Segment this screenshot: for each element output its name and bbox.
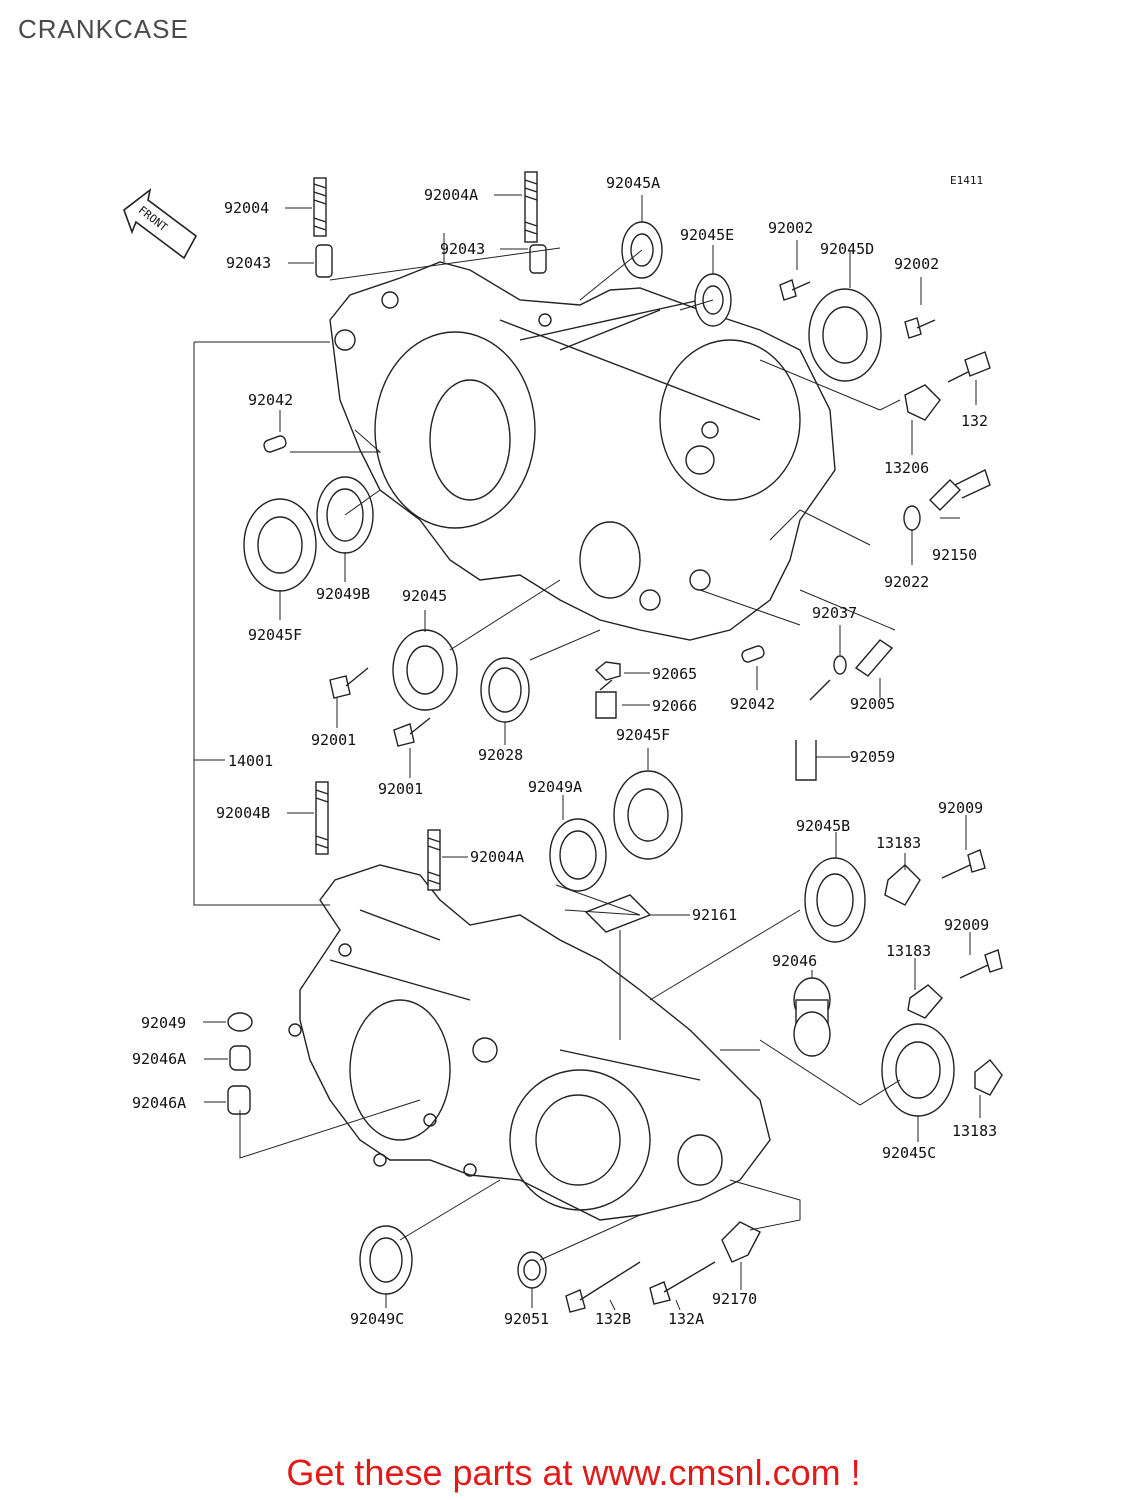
diagram-code: E1411 bbox=[950, 174, 983, 187]
part-label-92004: 92004 bbox=[224, 199, 269, 217]
part-label-92059: 92059 bbox=[850, 748, 895, 766]
sleeve-92046A-b bbox=[227, 1085, 251, 1115]
bolt-92002-a bbox=[779, 279, 811, 301]
part-label-92004A-mid: 92004A bbox=[470, 848, 524, 866]
bolt-92009-a bbox=[941, 849, 986, 879]
part-label-92004B: 92004B bbox=[216, 804, 270, 822]
part-label-92022: 92022 bbox=[884, 573, 929, 591]
bolt-92002-b bbox=[904, 317, 936, 339]
sleeve-92028 bbox=[480, 657, 530, 723]
upper-crankcase-half bbox=[329, 261, 836, 641]
dowel-92043-left bbox=[315, 244, 333, 278]
part-label-92161: 92161 bbox=[692, 906, 737, 924]
part-label-92004A-top: 92004A bbox=[424, 186, 478, 204]
part-label-92049: 92049 bbox=[141, 1014, 186, 1032]
seal-92051 bbox=[517, 1251, 547, 1289]
bolt-92066 bbox=[595, 679, 617, 719]
part-label-92045F-left: 92045F bbox=[248, 626, 302, 644]
part-label-92066: 92066 bbox=[652, 697, 697, 715]
lower-crankcase-half bbox=[288, 864, 771, 1221]
part-label-92009-b: 92009 bbox=[944, 916, 989, 934]
bolt-92001-b bbox=[393, 717, 431, 747]
fitting-92005 bbox=[854, 639, 894, 677]
part-label-92005: 92005 bbox=[850, 695, 895, 713]
part-label-13183-c: 13183 bbox=[952, 1122, 997, 1140]
stud-92004 bbox=[313, 177, 327, 237]
plate-13183-a bbox=[884, 864, 921, 906]
part-label-92002-b: 92002 bbox=[894, 255, 939, 273]
plate-13183-b bbox=[907, 984, 943, 1019]
bolt-92009-b bbox=[959, 949, 1003, 979]
part-label-132: 132 bbox=[961, 412, 988, 430]
washer-92022 bbox=[903, 505, 921, 531]
stud-92004A-top bbox=[524, 171, 538, 243]
dowel-92043-right bbox=[529, 244, 547, 274]
bearing-92045F-left bbox=[243, 498, 317, 592]
part-label-92049A: 92049A bbox=[528, 778, 582, 796]
part-label-92045B: 92045B bbox=[796, 817, 850, 835]
part-label-132B: 132B bbox=[595, 1310, 631, 1328]
part-label-92001-a: 92001 bbox=[311, 731, 356, 749]
front-arrow-icon bbox=[123, 188, 198, 260]
seal-92049A bbox=[549, 818, 607, 892]
pin-92042-right bbox=[741, 645, 765, 663]
nut-92065 bbox=[594, 661, 621, 681]
part-label-92046: 92046 bbox=[772, 952, 817, 970]
part-label-92049C: 92049C bbox=[350, 1310, 404, 1328]
plug-92150 bbox=[929, 469, 991, 511]
part-label-92170: 92170 bbox=[712, 1290, 757, 1308]
plate-13206 bbox=[904, 384, 941, 421]
part-label-92037: 92037 bbox=[812, 604, 857, 622]
bearing-92045B bbox=[804, 857, 866, 943]
part-label-92051: 92051 bbox=[504, 1310, 549, 1328]
bearing-92045F-mid bbox=[613, 770, 683, 860]
part-label-132A: 132A bbox=[668, 1310, 704, 1328]
part-label-92045: 92045 bbox=[402, 587, 447, 605]
part-label-14001: 14001 bbox=[228, 752, 273, 770]
leader-lines bbox=[193, 194, 981, 1311]
bearing-92045C bbox=[881, 1023, 955, 1117]
bearing-92045 bbox=[392, 629, 458, 711]
plate-13183-c bbox=[974, 1059, 1003, 1096]
hose-92059 bbox=[795, 679, 831, 781]
part-label-92042-right: 92042 bbox=[730, 695, 775, 713]
part-label-13183-a: 13183 bbox=[876, 834, 921, 852]
part-label-92046A-a: 92046A bbox=[132, 1050, 186, 1068]
bracket-92170 bbox=[721, 1221, 761, 1263]
part-label-92042-left: 92042 bbox=[248, 391, 293, 409]
part-label-92065: 92065 bbox=[652, 665, 697, 683]
part-label-92028: 92028 bbox=[478, 746, 523, 764]
sleeve-92046A-a bbox=[229, 1045, 251, 1071]
stud-92004B bbox=[315, 781, 329, 855]
part-label-13183-b: 13183 bbox=[886, 942, 931, 960]
part-label-92046A-b: 92046A bbox=[132, 1094, 186, 1112]
part-label-92009-a: 92009 bbox=[938, 799, 983, 817]
pin-92042-left bbox=[263, 435, 287, 453]
bolt-132B bbox=[565, 1261, 641, 1313]
part-label-92150: 92150 bbox=[932, 546, 977, 564]
part-label-13206: 13206 bbox=[884, 459, 929, 477]
part-label-92002-a: 92002 bbox=[768, 219, 813, 237]
sleeve-92046 bbox=[793, 977, 831, 1057]
part-label-92043-right: 92043 bbox=[440, 240, 485, 258]
part-label-92045C: 92045C bbox=[882, 1144, 936, 1162]
part-label-92043-left: 92043 bbox=[226, 254, 271, 272]
collar-92049 bbox=[227, 1012, 253, 1032]
bearing-92045D bbox=[808, 288, 882, 382]
page-title: CRANKCASE bbox=[18, 14, 189, 44]
bolt-92001-a bbox=[329, 667, 369, 699]
bolt-132A bbox=[649, 1261, 716, 1305]
part-label-92001-b: 92001 bbox=[378, 780, 423, 798]
oring-92037 bbox=[833, 655, 847, 675]
part-label-92045A: 92045A bbox=[606, 174, 660, 192]
part-label-92045D: 92045D bbox=[820, 240, 874, 258]
part-label-92049B: 92049B bbox=[316, 585, 370, 603]
part-label-92045F-mid: 92045F bbox=[616, 726, 670, 744]
footer-link-text[interactable]: Get these parts at www.cmsnl.com ! bbox=[286, 1452, 861, 1493]
bolt-132-top bbox=[947, 351, 991, 383]
part-label-92045E: 92045E bbox=[680, 226, 734, 244]
seal-92049C bbox=[359, 1225, 413, 1295]
stud-92004A-mid bbox=[427, 829, 441, 891]
